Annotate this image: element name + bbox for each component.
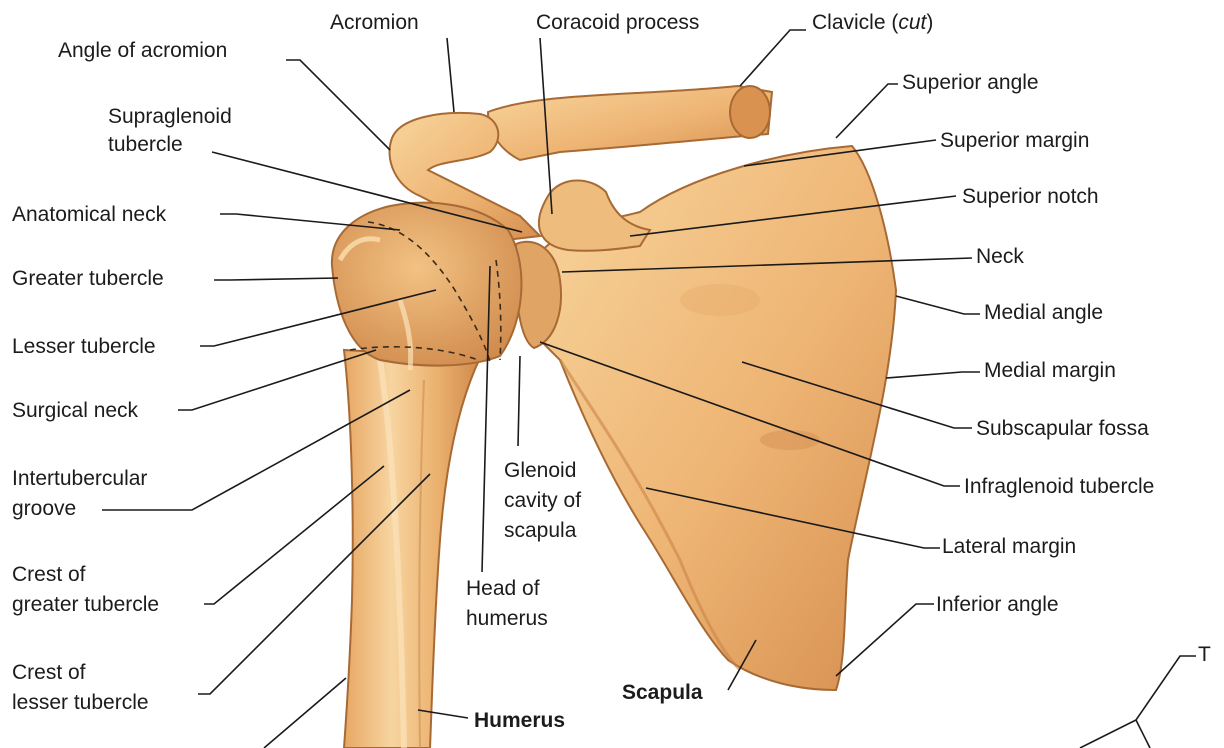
label-superior-margin: Superior margin [940,128,1089,154]
label-infraglenoid-tubercle: Infraglenoid tubercle [964,474,1154,500]
leader-glenoid-cavity [518,356,520,446]
label-surgical-neck: Surgical neck [12,398,138,424]
leader-inferior-angle [836,604,934,676]
label-superior-notch: Superior notch [962,184,1099,210]
label-head-humerus-2: humerus [466,606,548,632]
leader-medial-margin [886,372,980,378]
leader-humerus-left [264,678,346,748]
label-inferior-angle: Inferior angle [936,592,1059,618]
label-anatomical-neck: Anatomical neck [12,202,166,228]
label-crest-greater-2: greater tubercle [12,592,159,618]
label-lateral-margin: Lateral margin [942,534,1076,560]
label-medial-margin: Medial margin [984,358,1116,384]
label-clavicle: Clavicle (cut) [812,10,933,36]
humeral-head [332,203,522,370]
label-lesser-tubercle: Lesser tubercle [12,334,156,360]
humerus-bone [344,350,480,748]
label-humerus: Humerus [474,708,565,734]
label-neck: Neck [976,244,1024,270]
label-acromion: Acromion [330,10,419,36]
label-edge-fragment: T [1198,642,1211,668]
label-coracoid-process: Coracoid process [536,10,699,36]
label-greater-tubercle: Greater tubercle [12,266,164,292]
leader-medial-angle [896,296,980,314]
label-crest-lesser-2: lesser tubercle [12,690,149,716]
label-glenoid-2: cavity of [504,488,581,514]
label-intertubercular-1: Intertubercular [12,466,147,492]
label-crest-greater-1: Crest of [12,562,86,588]
leader-edge-t [1080,656,1196,748]
label-medial-angle: Medial angle [984,300,1103,326]
leader-superior-angle [836,84,898,138]
leader-greater-tubercle [214,278,338,280]
leader-clavicle [740,30,806,86]
label-angle-of-acromion: Angle of acromion [58,38,227,64]
label-superior-angle: Superior angle [902,70,1039,96]
label-clavicle-text: Clavicle [812,11,886,34]
label-crest-lesser-1: Crest of [12,660,86,686]
label-head-humerus-1: Head of [466,576,540,602]
label-glenoid-3: scapula [504,518,576,544]
leader-angle-acromion [286,60,390,150]
label-glenoid-1: Glenoid [504,458,576,484]
leader-edge-t2 [1136,720,1150,748]
label-subscapular-fossa: Subscapular fossa [976,416,1149,442]
label-supraglenoid-1: Supraglenoid [108,104,232,130]
label-clavicle-note: cut [898,11,926,34]
label-intertubercular-2: groove [12,496,76,522]
clavicle-bone [488,86,772,160]
leader-acromion [447,38,454,112]
label-scapula: Scapula [622,680,703,706]
label-supraglenoid-2: tubercle [108,132,183,158]
